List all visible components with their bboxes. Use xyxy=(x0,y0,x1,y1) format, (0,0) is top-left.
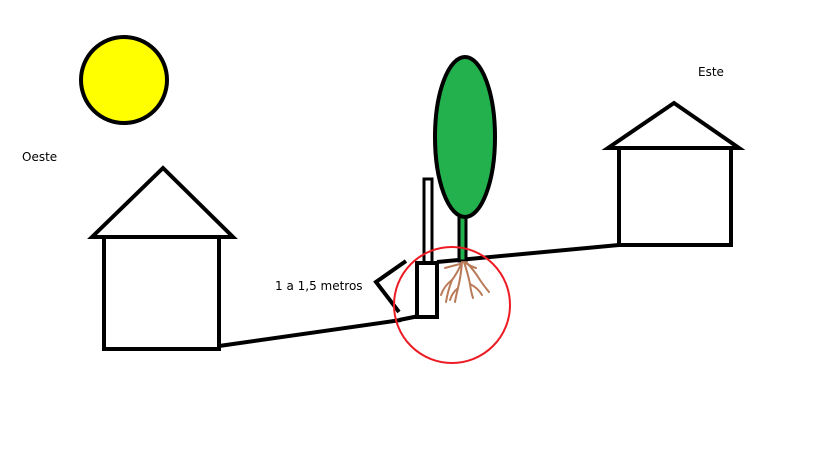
distance-pointer-icon xyxy=(373,259,408,314)
west-house-body xyxy=(102,235,221,351)
east-house-roof xyxy=(601,100,746,150)
east-label: Este xyxy=(698,65,724,79)
tree-roots xyxy=(440,261,490,303)
sun-icon xyxy=(79,35,169,125)
wall-post xyxy=(422,177,434,265)
east-house-body xyxy=(617,146,733,247)
ground-line-west xyxy=(218,318,402,348)
tree-trunk xyxy=(457,213,468,263)
east-house xyxy=(601,100,746,247)
west-house xyxy=(87,165,238,351)
wall-base xyxy=(415,261,439,319)
distance-label: 1 a 1,5 metros xyxy=(275,279,363,293)
wall-ground-connector xyxy=(398,314,420,322)
highlight-circle xyxy=(393,246,511,364)
west-house-roof xyxy=(87,165,238,239)
tree-canopy xyxy=(433,55,497,219)
west-label: Oeste xyxy=(22,150,58,164)
